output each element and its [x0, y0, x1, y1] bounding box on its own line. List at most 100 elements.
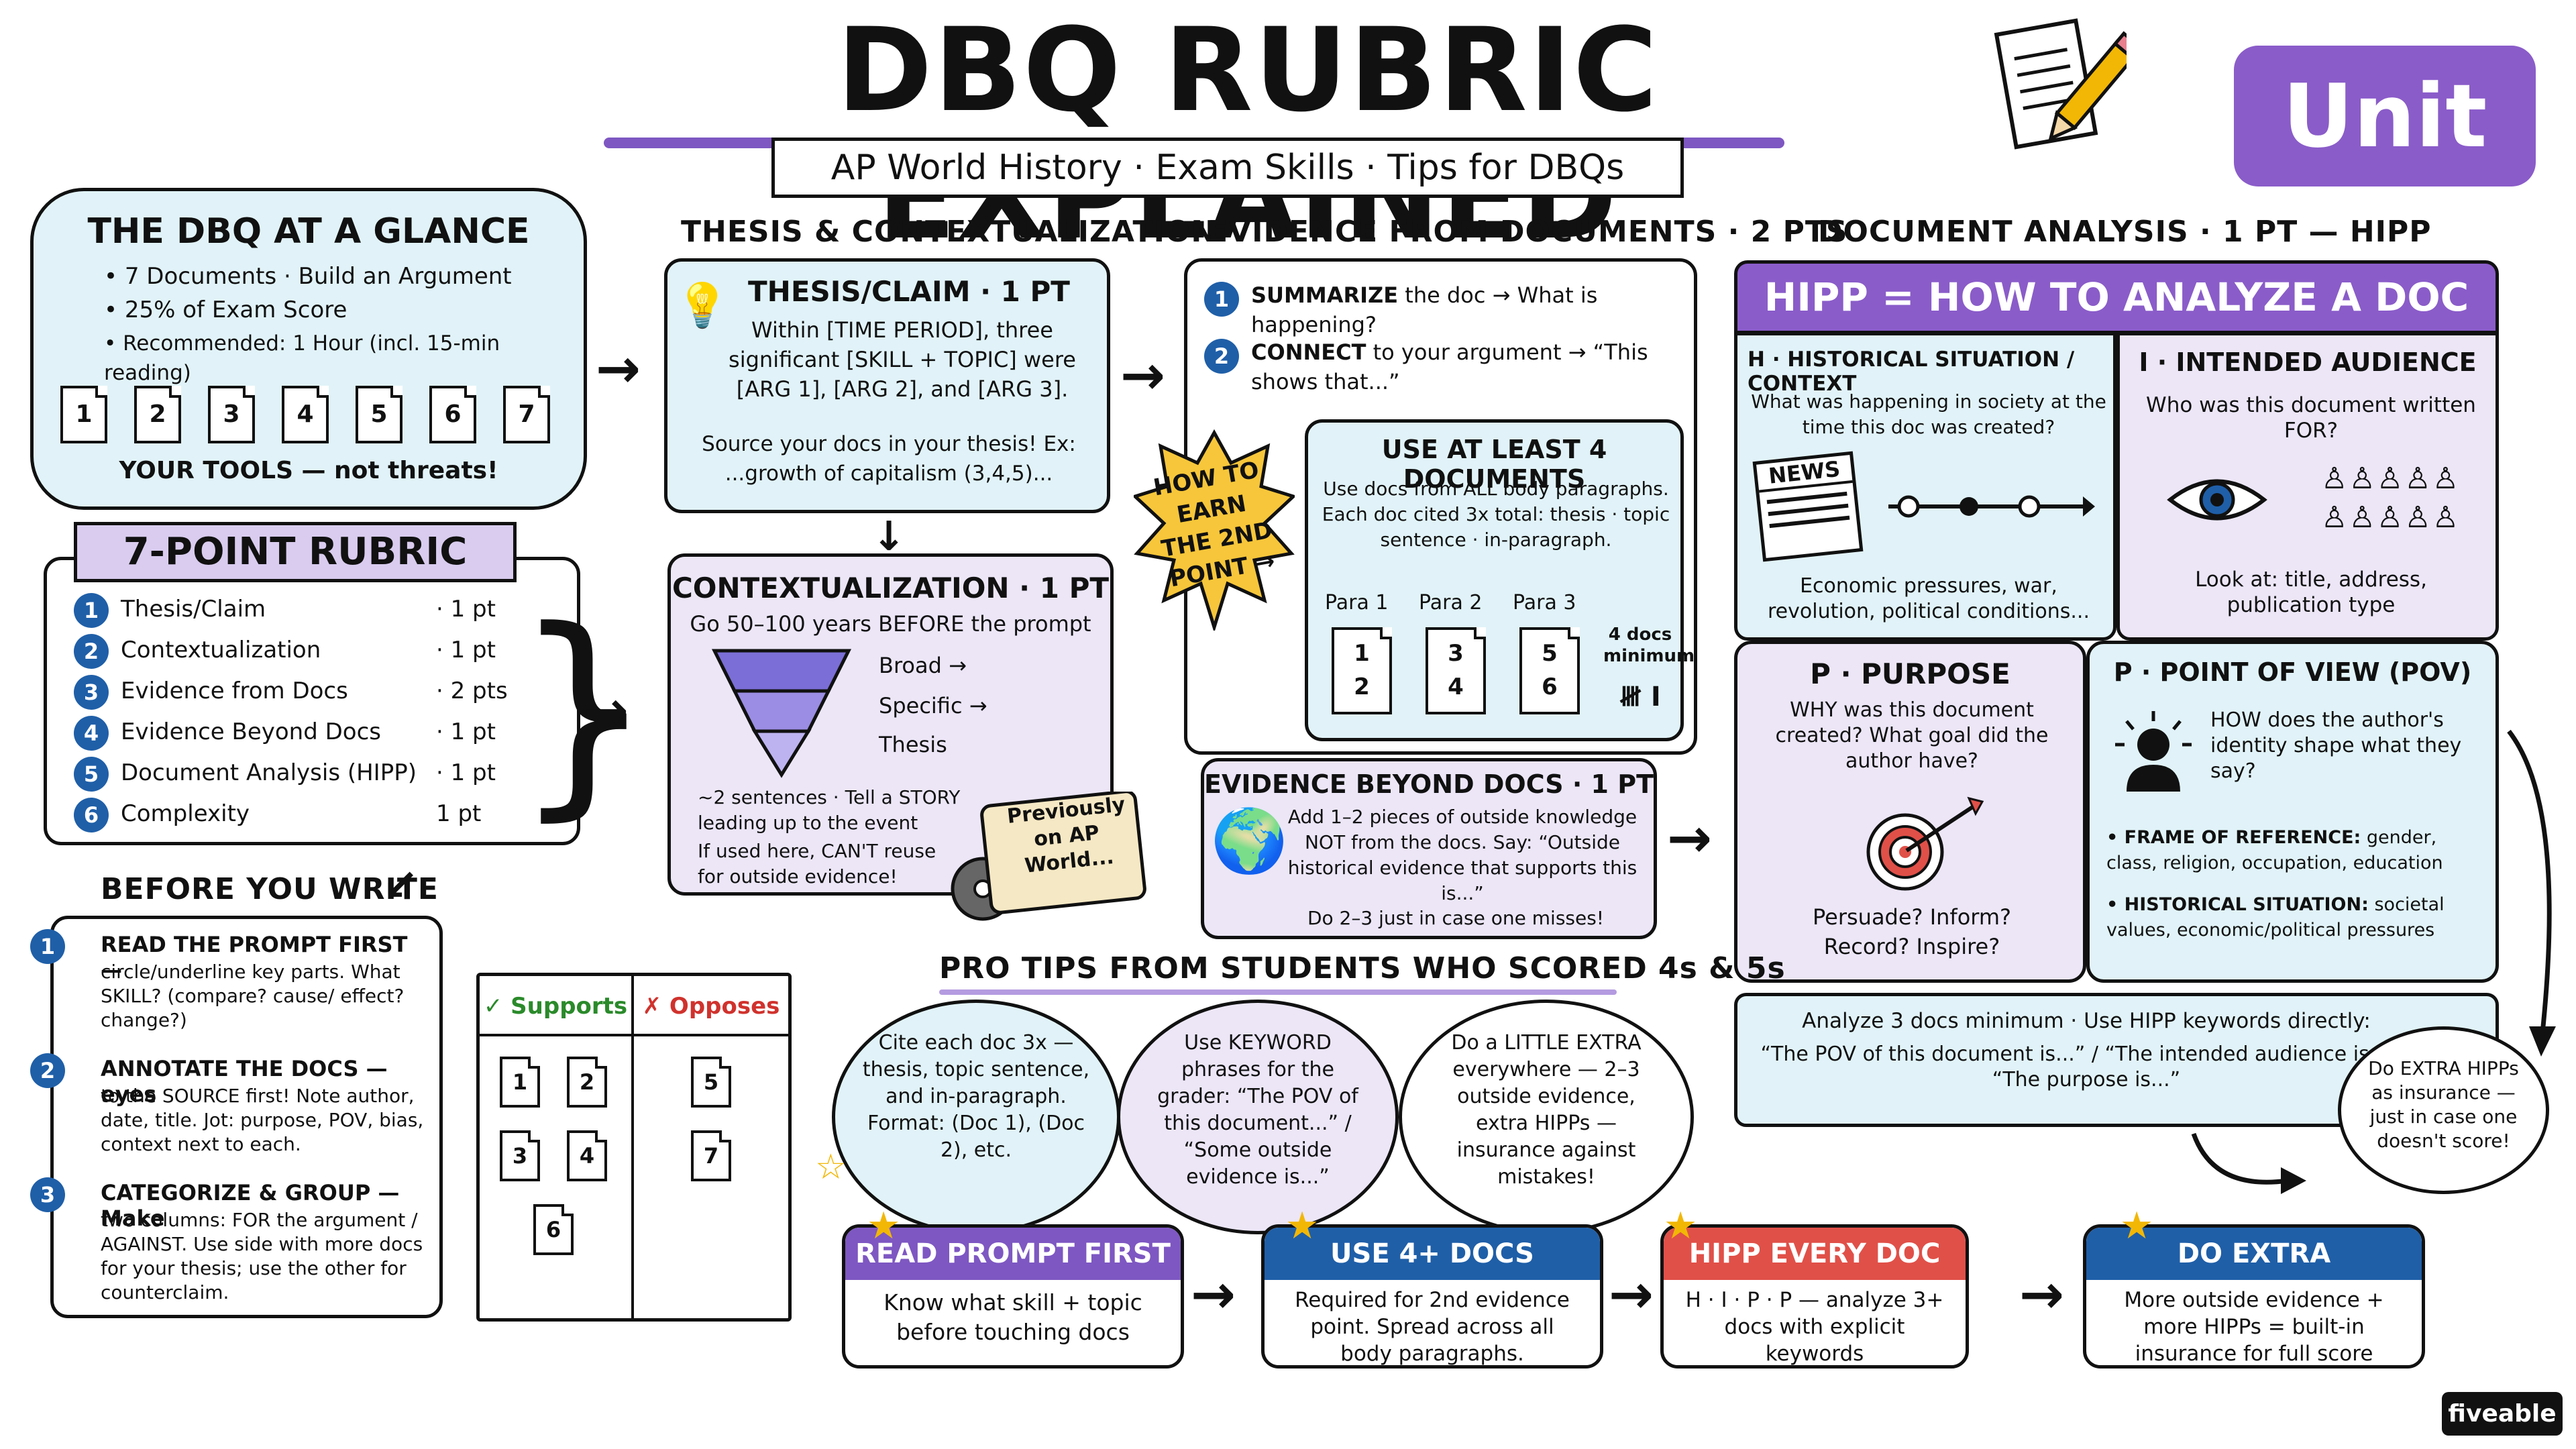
arrow-right-icon: → — [596, 337, 641, 400]
step-card: HIPP EVERY DOC H · I · P · P — analyze 3… — [1660, 1224, 1969, 1368]
step-body: More outside evidence + more HIPPs = bui… — [2124, 1288, 2384, 1366]
doc-icon: 6 — [429, 386, 476, 443]
arrow-right-icon: → — [1120, 344, 1166, 407]
tip-bubble: Do a LITTLE EXTRA everywhere — 2–3 outsi… — [1399, 1000, 1694, 1234]
frame-label: • FRAME OF REFERENCE: — [2106, 827, 2361, 848]
star-icon: ★ — [867, 1204, 901, 1248]
beyond-foot: Do 2–3 just in case one misses! — [1307, 907, 1605, 929]
analyze-title: Analyze 3 docs minimum · Use HIPP keywor… — [1802, 1009, 2371, 1033]
doc-icon: 5 — [356, 386, 402, 443]
connect-step: CONNECT to your argument → “This shows t… — [1251, 337, 1674, 396]
doc-icon: 6 — [533, 1204, 574, 1255]
brand-logo: fiveable — [2442, 1392, 2563, 1436]
rubric-item-points: · 1 pt — [436, 637, 496, 663]
hipp-i-body: Who was this document written FOR? — [2146, 393, 2476, 443]
subtitle-ribbon: AP World History · Exam Skills · Tips fo… — [771, 138, 1684, 198]
step-banner: HIPP EVERY DOC — [1664, 1228, 1966, 1280]
situation-label: • HISTORICAL SITUATION: — [2106, 894, 2369, 915]
paragraph-label: Para 2 — [1419, 591, 1483, 614]
doc-number: 6 — [1542, 674, 1558, 700]
doc-number: 4 — [1448, 674, 1464, 700]
paper-pencil-icon — [1992, 13, 2144, 161]
arrow-down-icon: ↓ — [872, 513, 906, 560]
step-banner: READ PROMPT FIRST — [845, 1228, 1181, 1280]
rubric-item-label: Evidence Beyond Docs — [121, 718, 382, 745]
tally-mark: 𝍸 I — [1619, 682, 1661, 712]
arrow-down-left-icon: ↙ — [382, 861, 419, 910]
sort-table: ✓ Supports ✗ Opposes 1 2 3 4 6 5 7 — [476, 973, 792, 1322]
funnel-level: Thesis — [879, 732, 947, 757]
curved-arrow-icon — [2187, 1127, 2308, 1201]
beyond-title: EVIDENCE BEYOND DOCS · 1 PT — [1204, 769, 1654, 799]
tip-bubble: Cite each doc 3x — thesis, topic sentenc… — [832, 1000, 1120, 1234]
glance-bullet: • 25% of Exam Score — [104, 297, 347, 323]
hipp-pov-title: P · POINT OF VIEW (POV) — [2113, 657, 2472, 687]
step-card: USE 4+ DOCS Required for 2nd evidence po… — [1261, 1224, 1603, 1368]
opposes-header: ✗ Opposes — [634, 976, 788, 1036]
tip-text: Use KEYWORD phrases for the grader: “The… — [1157, 1031, 1358, 1189]
doc-icon: 5 — [691, 1057, 731, 1108]
doc-icon: 2 — [134, 386, 181, 443]
funnel-level: Broad → — [879, 653, 967, 678]
page-title: DBQ RUBRIC EXPLAINED — [837, 3, 1659, 262]
step-banner: DO EXTRA — [2086, 1228, 2422, 1280]
step-body: Know what skill + topic before touching … — [883, 1289, 1142, 1345]
doc-number: 2 — [1354, 674, 1370, 700]
doc-icon: 7 — [503, 386, 550, 443]
before-step-head: READ THE PROMPT FIRST — — [101, 932, 408, 983]
target-icon — [1858, 795, 1986, 896]
newspaper-icon: NEWS — [1752, 451, 1864, 562]
before-step-number: 2 — [30, 1053, 65, 1088]
rubric-item-label: Complexity — [121, 800, 250, 827]
thesis-section-title: THESIS & CONTEXTUALIZATION — [681, 215, 1217, 249]
summarize-label: SUMMARIZE — [1251, 282, 1399, 308]
lightbulb-icon: 💡 — [676, 281, 729, 331]
frame-desc: gender, class, religion, occupation, edu… — [2106, 827, 2443, 873]
rubric-item-points: · 1 pt — [436, 718, 496, 745]
hipp-h-foot: Economic pressures, war, revolution, pol… — [1768, 574, 2090, 623]
curved-arrow-icon — [2502, 724, 2569, 1060]
thesis-body: Within [TIME PERIOD], three significant … — [729, 317, 1076, 402]
evidence-section-title: EVIDENCE FROM DOCUMENTS · 2 PTS — [1208, 215, 1848, 249]
film-reel-icon — [946, 790, 1154, 926]
hipp-section-title: DOCUMENT ANALYSIS · 1 PT — HIPP — [1818, 215, 2432, 249]
arrow-right-icon: → — [1609, 1263, 1654, 1326]
step-body: Required for 2nd evidence point. Spread … — [1295, 1288, 1570, 1366]
glance-bullet: • 7 Documents · Build an Argument — [104, 263, 512, 290]
rubric-number: 5 — [74, 757, 109, 792]
rubric-item-points: · 1 pt — [436, 596, 496, 623]
thesis-card: 💡 THESIS/CLAIM · 1 PT Within [TIME PERIO… — [664, 258, 1110, 513]
doc-number: 5 — [1542, 640, 1558, 667]
hipp-purpose-title: P · PURPOSE — [1810, 657, 2010, 690]
context-note: ~2 sentences · Tell a STORY leading up t… — [698, 786, 961, 834]
rubric-card — [44, 557, 580, 845]
arrow-right-icon: → — [1191, 1263, 1236, 1326]
extra-hipp-bubble: Do EXTRA HIPPs as insurance — just in ca… — [2338, 1026, 2549, 1194]
before-step-body: two columns: FOR the argument / AGAINST.… — [101, 1209, 423, 1303]
step-card: READ PROMPT FIRST Know what skill + topi… — [842, 1224, 1184, 1368]
hipp-h-card: H · HISTORICAL SITUATION / CONTEXT What … — [1734, 332, 2116, 641]
sparkle-icon: ☆ — [815, 1147, 847, 1187]
star-icon: ★ — [1285, 1204, 1320, 1248]
connect-label: CONNECT — [1251, 339, 1366, 365]
tip-text: Do a LITTLE EXTRA everywhere — 2–3 outsi… — [1451, 1031, 1642, 1189]
context-title: CONTEXTUALIZATION · 1 PT — [672, 572, 1110, 604]
before-card — [50, 916, 443, 1318]
pov-historical-situation: • HISTORICAL SITUATION: societal values,… — [2106, 892, 2489, 943]
tips-title: PRO TIPS FROM STUDENTS WHO SCORED 4s & 5… — [939, 951, 1786, 985]
doc-icon: 2 — [567, 1057, 607, 1108]
hipp-h-title: H · HISTORICAL SITUATION / CONTEXT — [1748, 347, 2075, 396]
tips-underline — [939, 989, 1617, 995]
summarize-step: SUMMARIZE the doc → What is happening? — [1251, 280, 1687, 339]
rubric-item-label: Document Analysis (HIPP) — [121, 759, 417, 786]
tip-text: Cite each doc 3x — thesis, topic sentenc… — [862, 1031, 1090, 1162]
hipp-pov-body: HOW does the author's identity shape wha… — [2210, 708, 2462, 783]
analyze-quote: “The POV of this document is...” / “The … — [1760, 1042, 2412, 1091]
doc-icon: 3 — [208, 386, 255, 443]
hipp-i-foot: Look at: title, address, publication typ… — [2195, 568, 2427, 617]
step-card: DO EXTRA More outside evidence + more HI… — [2083, 1224, 2425, 1368]
